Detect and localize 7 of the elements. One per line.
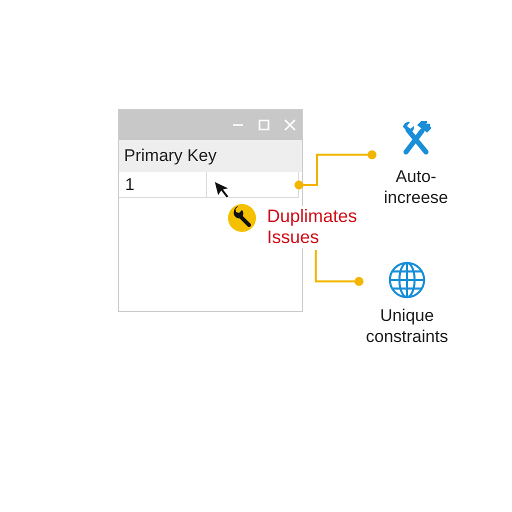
table-cell [207, 172, 299, 198]
feature-label: Auto- increese [382, 166, 450, 208]
connector-line [294, 150, 376, 190]
feature-label: Unique constraints [364, 305, 450, 347]
column-header: Primary Key [119, 140, 302, 172]
table-cell: 1 [119, 172, 207, 198]
connector-line [314, 250, 364, 286]
